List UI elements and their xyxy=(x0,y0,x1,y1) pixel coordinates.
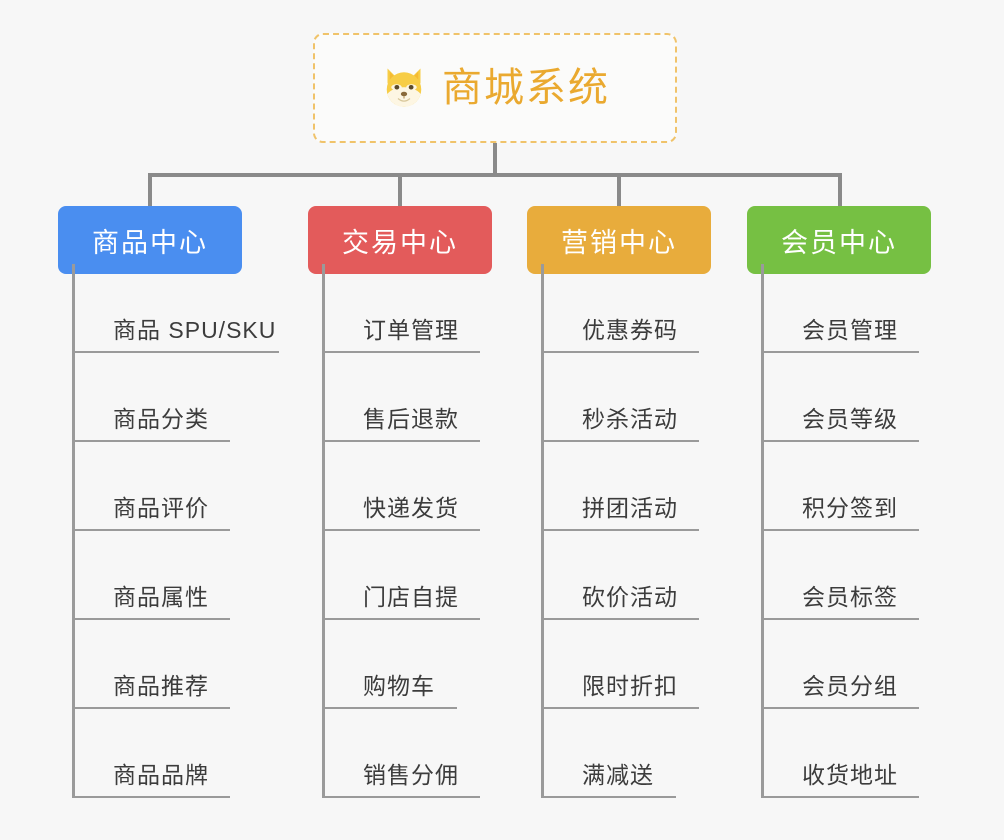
leaf-item[interactable]: 商品品牌 xyxy=(75,709,282,798)
leaf-underline xyxy=(325,529,480,531)
root-node[interactable]: 商城系统 xyxy=(313,33,677,143)
leaf-underline xyxy=(75,351,279,353)
connector-drop-3 xyxy=(617,173,621,206)
leaf-label: 订单管理 xyxy=(363,317,459,343)
leaf-label: 购物车 xyxy=(363,673,435,699)
leaf-underline xyxy=(325,351,480,353)
leaf-underline xyxy=(764,707,919,709)
leaf-label: 收货地址 xyxy=(802,762,898,788)
leaf-underline xyxy=(764,618,919,620)
leaf-label: 秒杀活动 xyxy=(582,406,678,432)
leaf-label: 销售分佣 xyxy=(363,762,459,788)
leaf-label: 商品品牌 xyxy=(113,762,209,788)
leaf-item[interactable]: 满减送 xyxy=(544,709,701,798)
leaf-label: 会员标签 xyxy=(802,584,898,610)
column-body-0: 商品 SPU/SKU 商品分类 商品评价 商品属性 商品推荐 商品品牌 xyxy=(72,264,282,798)
dog-face-icon xyxy=(380,64,428,112)
leaf-item[interactable]: 商品 SPU/SKU xyxy=(75,264,282,353)
leaf-underline xyxy=(75,440,230,442)
leaf-underline xyxy=(764,529,919,531)
leaf-item[interactable]: 购物车 xyxy=(325,620,482,709)
leaf-label: 商品属性 xyxy=(113,584,209,610)
column-header-label: 交易中心 xyxy=(342,227,458,258)
column-header-label: 会员中心 xyxy=(781,227,897,258)
leaf-underline xyxy=(325,707,457,709)
leaf-underline xyxy=(544,529,699,531)
leaf-item[interactable]: 砍价活动 xyxy=(544,531,701,620)
connector-bus xyxy=(148,173,842,177)
column-header-label: 商品中心 xyxy=(92,227,208,258)
column-body-2: 优惠券码 秒杀活动 拼团活动 砍价活动 限时折扣 满减送 xyxy=(541,264,701,798)
leaf-item[interactable]: 商品评价 xyxy=(75,442,282,531)
leaf-item[interactable]: 会员标签 xyxy=(764,531,921,620)
leaf-underline xyxy=(544,707,699,709)
leaf-label: 商品推荐 xyxy=(113,673,209,699)
leaf-underline xyxy=(764,796,919,798)
leaf-item[interactable]: 商品推荐 xyxy=(75,620,282,709)
leaf-underline xyxy=(544,796,676,798)
leaf-underline xyxy=(325,618,480,620)
column-header-3[interactable]: 会员中心 xyxy=(747,206,931,274)
leaf-underline xyxy=(764,351,919,353)
leaf-label: 会员管理 xyxy=(802,317,898,343)
leaf-item[interactable]: 会员管理 xyxy=(764,264,921,353)
leaf-underline xyxy=(75,529,230,531)
leaf-label: 砍价活动 xyxy=(582,584,678,610)
leaf-label: 门店自提 xyxy=(363,584,459,610)
leaf-item[interactable]: 收货地址 xyxy=(764,709,921,798)
leaf-item[interactable]: 会员等级 xyxy=(764,353,921,442)
column-header-1[interactable]: 交易中心 xyxy=(308,206,492,274)
leaf-underline xyxy=(544,440,699,442)
connector-drop-1 xyxy=(148,173,152,206)
leaf-label: 积分签到 xyxy=(802,495,898,521)
leaf-item[interactable]: 售后退款 xyxy=(325,353,482,442)
leaf-item[interactable]: 秒杀活动 xyxy=(544,353,701,442)
connector-drop-4 xyxy=(838,173,842,206)
leaf-item[interactable]: 会员分组 xyxy=(764,620,921,709)
connector-drop-2 xyxy=(398,173,402,206)
leaf-item[interactable]: 积分签到 xyxy=(764,442,921,531)
leaf-item[interactable]: 商品分类 xyxy=(75,353,282,442)
leaf-item[interactable]: 拼团活动 xyxy=(544,442,701,531)
leaf-label: 会员等级 xyxy=(802,406,898,432)
leaf-label: 限时折扣 xyxy=(582,673,678,699)
leaf-underline xyxy=(544,351,699,353)
leaf-item[interactable]: 限时折扣 xyxy=(544,620,701,709)
column-header-label: 营销中心 xyxy=(561,227,677,258)
leaf-item[interactable]: 销售分佣 xyxy=(325,709,482,798)
leaf-label: 商品分类 xyxy=(113,406,209,432)
leaf-item[interactable]: 订单管理 xyxy=(325,264,482,353)
leaf-item[interactable]: 快递发货 xyxy=(325,442,482,531)
leaf-label: 会员分组 xyxy=(802,673,898,699)
column-body-1: 订单管理 售后退款 快递发货 门店自提 购物车 销售分佣 xyxy=(322,264,482,798)
leaf-label: 商品 SPU/SKU xyxy=(113,317,277,343)
leaf-item[interactable]: 优惠券码 xyxy=(544,264,701,353)
leaf-underline xyxy=(75,618,230,620)
leaf-label: 商品评价 xyxy=(113,495,209,521)
leaf-label: 拼团活动 xyxy=(582,495,678,521)
leaf-label: 满减送 xyxy=(582,762,654,788)
leaf-label: 优惠券码 xyxy=(582,317,678,343)
leaf-underline xyxy=(325,796,480,798)
leaf-underline xyxy=(75,707,230,709)
root-title: 商城系统 xyxy=(442,66,610,110)
leaf-underline xyxy=(75,796,230,798)
leaf-underline xyxy=(764,440,919,442)
leaf-underline xyxy=(325,440,480,442)
leaf-item[interactable]: 门店自提 xyxy=(325,531,482,620)
column-body-3: 会员管理 会员等级 积分签到 会员标签 会员分组 收货地址 xyxy=(761,264,921,798)
column-header-2[interactable]: 营销中心 xyxy=(527,206,711,274)
connector-root-stem xyxy=(493,143,497,177)
leaf-label: 售后退款 xyxy=(363,406,459,432)
leaf-label: 快递发货 xyxy=(363,495,459,521)
column-header-0[interactable]: 商品中心 xyxy=(58,206,242,274)
leaf-underline xyxy=(544,618,699,620)
leaf-item[interactable]: 商品属性 xyxy=(75,531,282,620)
